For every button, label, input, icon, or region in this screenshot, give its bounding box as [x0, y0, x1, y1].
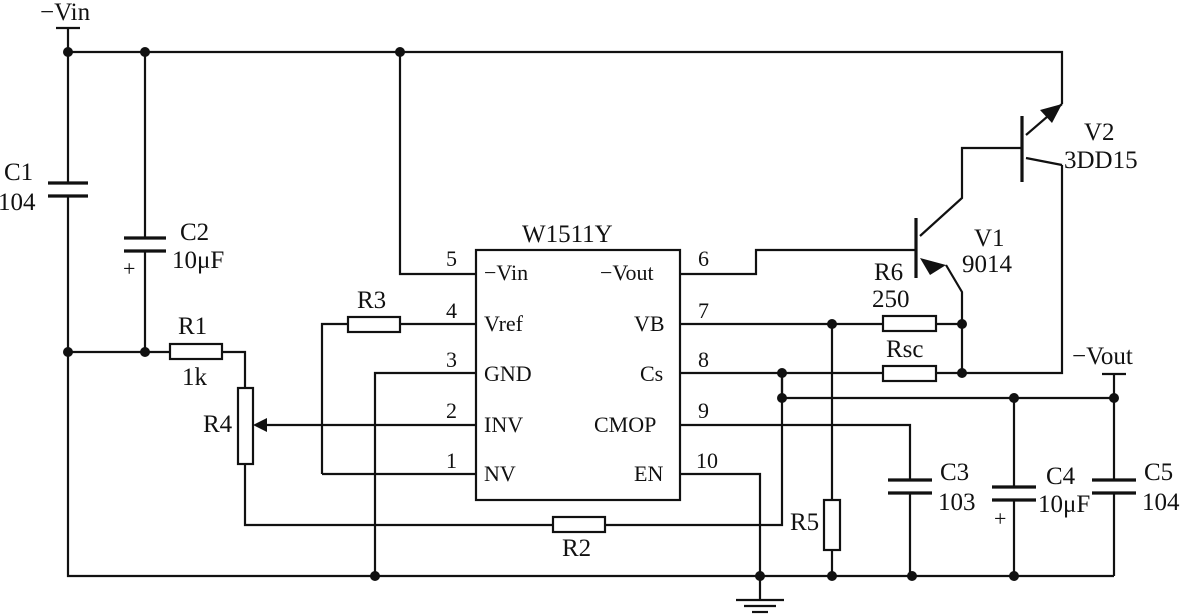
resistor-r5: R5 [790, 498, 842, 552]
v2-ref: V2 [1084, 119, 1115, 146]
c2-value: 10μF [172, 247, 224, 274]
r5-ref: R5 [790, 509, 819, 536]
v2-value: 3DD15 [1064, 147, 1138, 174]
capacitor-c2: + C2 10μF [123, 219, 224, 281]
vout-terminal: −Vout [1072, 343, 1133, 376]
ic-w1511y: W1511Y 5 −Vin 4 Vref 3 GND 2 INV 1 NV 6 … [446, 221, 718, 502]
junction-dots [63, 47, 1119, 581]
vin-label: −Vin [40, 0, 91, 26]
vin-terminal: −Vin [40, 0, 91, 30]
pin-8-number: 8 [698, 347, 709, 372]
capacitor-c4: + C4 10μF [992, 463, 1090, 531]
pin-1-name: NV [484, 461, 516, 486]
c4-ref: C4 [1046, 463, 1076, 490]
pin-8-name: Cs [640, 361, 663, 386]
pin-6-number: 6 [698, 246, 709, 271]
pin-2-name: INV [484, 412, 523, 437]
c3-ref: C3 [940, 459, 969, 486]
c5-value: 104 [1142, 489, 1180, 516]
ground-symbol [736, 598, 784, 614]
pin-2-number: 2 [446, 398, 457, 423]
capacitor-c1: C1 104 [0, 159, 88, 216]
resistor-r1: R1 1k [168, 313, 224, 391]
pin-6-name: −Vout [600, 260, 654, 285]
c2-polarity: + [123, 256, 135, 281]
pin-3-name: GND [484, 361, 532, 386]
c5-ref: C5 [1144, 459, 1173, 486]
v1-value: 9014 [962, 251, 1013, 278]
r1-ref: R1 [178, 313, 207, 340]
potentiometer-r4: R4 [203, 386, 476, 466]
resistor-rsc: Rsc [881, 336, 938, 383]
r6-value: 250 [872, 286, 910, 313]
v1-ref: V1 [974, 225, 1005, 252]
c1-value: 104 [0, 189, 36, 216]
pin-9-name: CMOP [594, 412, 656, 437]
capacitor-c3: C3 103 [888, 459, 976, 516]
transistor-v1: V1 9014 [914, 218, 1013, 278]
r3-ref: R3 [357, 287, 386, 314]
r2-ref: R2 [562, 535, 591, 562]
capacitor-c5: C5 104 [1092, 459, 1180, 516]
resistor-r2: R2 [551, 515, 607, 562]
r1-value: 1k [182, 364, 208, 391]
transistor-v2: V2 3DD15 [1020, 103, 1138, 182]
c1-ref: C1 [4, 159, 33, 186]
pin-1-number: 1 [446, 448, 457, 473]
resistor-r3: R3 [346, 287, 402, 334]
pin-7-number: 7 [698, 298, 709, 323]
pin-10-name: EN [634, 461, 663, 486]
r6-ref: R6 [874, 259, 903, 286]
pin-5-number: 5 [446, 246, 457, 271]
pin-3-number: 3 [446, 347, 457, 372]
vout-label: −Vout [1072, 343, 1133, 370]
chip-name: W1511Y [522, 221, 613, 248]
pin-4-name: Vref [484, 311, 524, 336]
rsc-ref: Rsc [886, 336, 924, 363]
pin-9-number: 9 [698, 398, 709, 423]
c2-ref: C2 [180, 219, 209, 246]
c3-value: 103 [938, 489, 976, 516]
resistor-r6: R6 250 [872, 259, 938, 333]
c4-value: 10μF [1038, 491, 1090, 518]
r4-ref: R4 [203, 411, 233, 438]
pin-4-number: 4 [446, 298, 457, 323]
c4-polarity: + [994, 506, 1006, 531]
pin-5-name: −Vin [484, 260, 528, 285]
pin-10-number: 10 [696, 448, 718, 473]
pin-7-name: VB [634, 311, 665, 336]
